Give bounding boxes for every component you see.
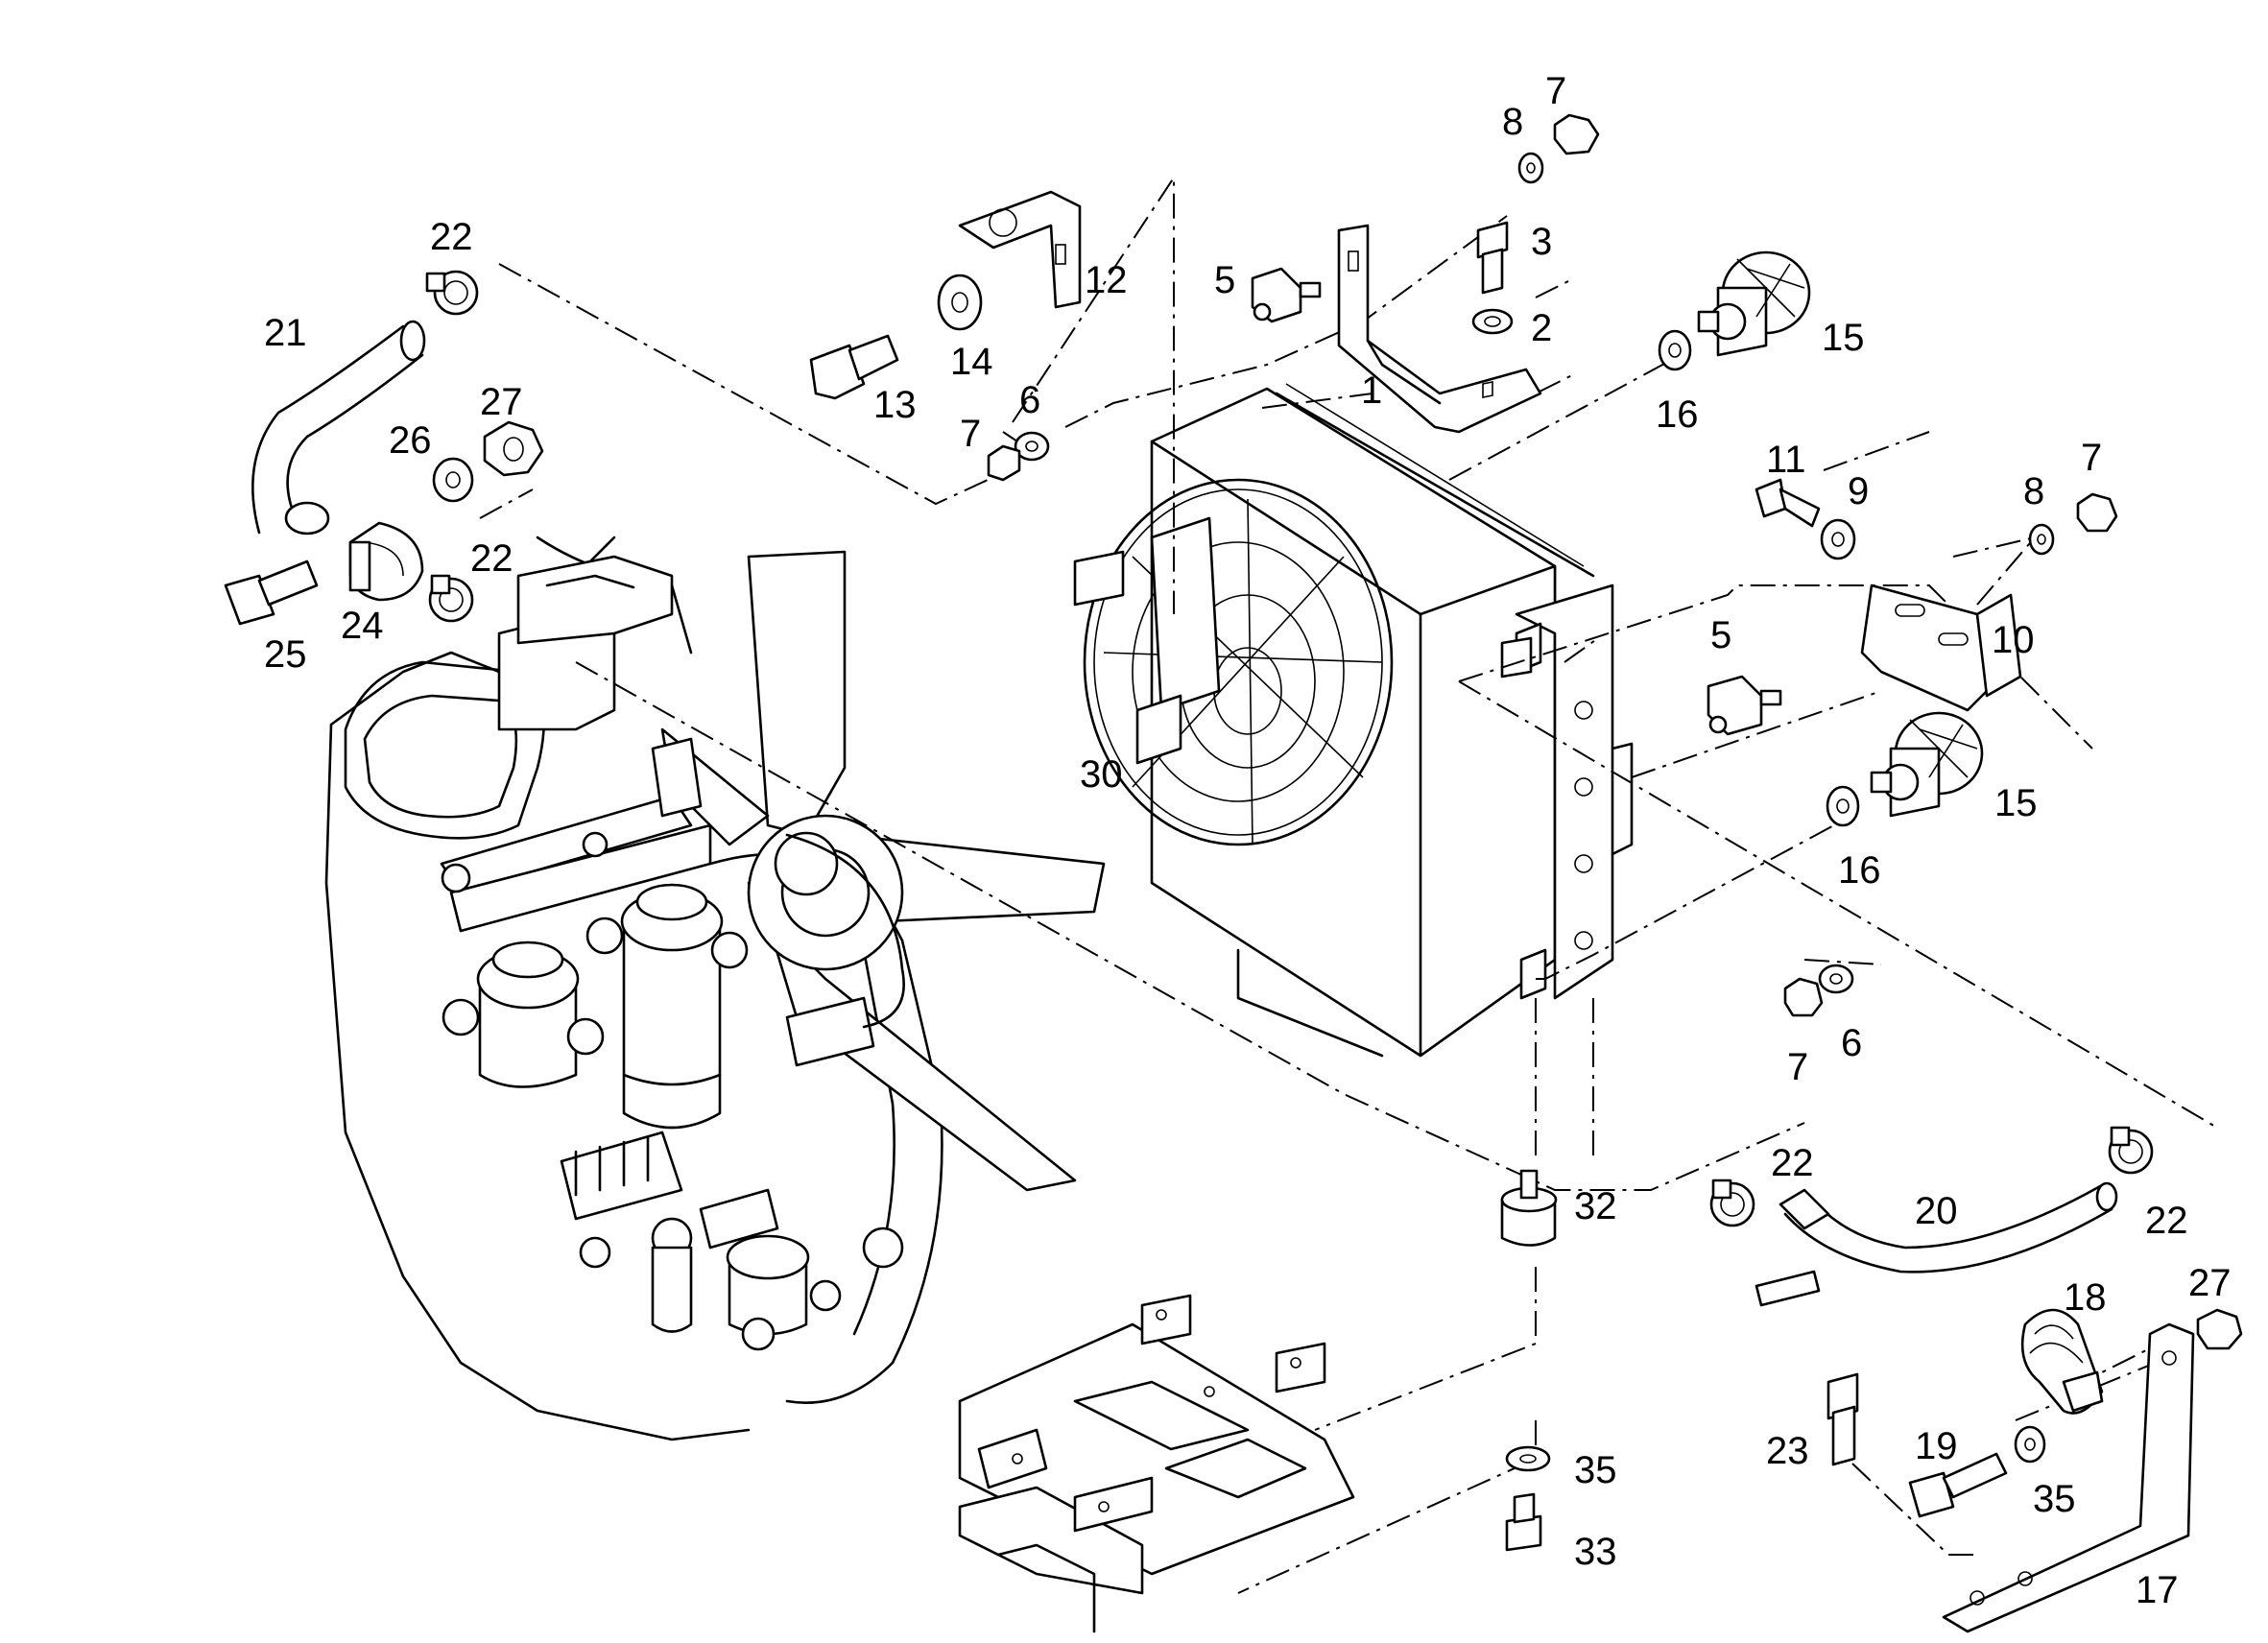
part-35-washer-right xyxy=(2014,1425,2046,1464)
label-15-lower: 15 xyxy=(1994,782,2038,824)
label-16-lower: 16 xyxy=(1838,849,1881,892)
part-number-labels: 1 2 3 5 5 6 6 7 7 7 7 8 8 9 10 11 12 13 … xyxy=(264,70,2232,1611)
part-5-mount-upper xyxy=(1251,267,1322,323)
part-25-bolt xyxy=(224,560,319,626)
part-22-clamp-b xyxy=(428,574,474,623)
part-13-bolt xyxy=(809,334,899,400)
label-14: 14 xyxy=(950,341,993,383)
label-1: 1 xyxy=(1361,369,1382,412)
part-7-nut-d xyxy=(1783,977,1824,1017)
label-18: 18 xyxy=(2064,1276,2107,1319)
label-25: 25 xyxy=(264,633,307,676)
assembly-lines xyxy=(479,174,2218,1594)
label-22-d: 22 xyxy=(2145,1200,2188,1242)
part-27-nut-upper xyxy=(483,420,544,477)
label-26: 26 xyxy=(389,419,432,462)
label-19: 19 xyxy=(1915,1425,1958,1467)
part-26-washer xyxy=(432,457,474,503)
part-12-bracket xyxy=(958,190,1082,309)
label-9: 9 xyxy=(1848,470,1869,512)
label-22-c: 22 xyxy=(1771,1142,1814,1184)
label-16-upper: 16 xyxy=(1656,393,1699,436)
label-23: 23 xyxy=(1766,1430,1809,1472)
label-11: 11 xyxy=(1766,439,1806,481)
part-10-plate xyxy=(1860,583,2022,712)
base-frame xyxy=(958,1294,1355,1633)
part-3-bolt xyxy=(1476,221,1509,295)
label-2: 2 xyxy=(1531,307,1552,349)
label-30: 30 xyxy=(1080,753,1123,796)
label-20: 20 xyxy=(1915,1190,1958,1232)
part-24-clamp xyxy=(348,521,424,602)
label-7-c: 7 xyxy=(2081,437,2102,479)
label-22-a: 22 xyxy=(430,216,473,258)
part-1-bracket xyxy=(1337,224,1542,434)
part-15-switch-upper xyxy=(1697,250,1811,357)
part-22-clamp-d xyxy=(2108,1126,2154,1175)
part-16-washer-lower xyxy=(1826,785,1860,827)
label-6-lower: 6 xyxy=(1841,1022,1862,1064)
engine-assembly xyxy=(324,536,1106,1441)
part-2-washer xyxy=(1471,308,1514,335)
part-20-hose xyxy=(1755,1181,2118,1307)
label-7-b: 7 xyxy=(1545,70,1566,112)
part-7-nut-a xyxy=(987,444,1021,482)
part-27-nut-lower xyxy=(2196,1308,2243,1350)
part-8-washer-right xyxy=(2028,523,2055,556)
part-6-washer-upper xyxy=(1014,431,1050,462)
part-9-washer xyxy=(1820,518,1856,560)
part-35-washer-left xyxy=(1505,1445,1551,1472)
label-32: 32 xyxy=(1574,1185,1617,1227)
label-5-lower: 5 xyxy=(1710,614,1731,656)
label-7-a: 7 xyxy=(960,413,981,455)
label-27-upper: 27 xyxy=(480,381,523,423)
part-7-nut-c xyxy=(2076,492,2118,533)
part-5-mount-lower xyxy=(1707,675,1782,736)
part-15-switch-lower xyxy=(1870,711,1984,818)
part-22-clamp-c xyxy=(1709,1179,1755,1227)
label-15-upper: 15 xyxy=(1822,317,1865,359)
label-27-lower: 27 xyxy=(2188,1262,2232,1304)
label-12: 12 xyxy=(1085,259,1128,301)
label-3: 3 xyxy=(1531,221,1552,263)
part-32-mount xyxy=(1500,1169,1558,1247)
label-8-right: 8 xyxy=(2023,470,2044,512)
part-23-bolt xyxy=(1826,1372,1859,1466)
label-22-b: 22 xyxy=(470,537,513,580)
part-21-hose xyxy=(251,320,426,536)
part-22-clamp-a xyxy=(425,270,479,316)
label-35-right: 35 xyxy=(2033,1478,2076,1520)
label-7-d: 7 xyxy=(1787,1046,1808,1088)
label-5-upper: 5 xyxy=(1214,259,1235,301)
part-18-clamp xyxy=(2020,1308,2104,1415)
part-14-washer xyxy=(937,274,983,331)
part-7-nut-b xyxy=(1553,113,1600,155)
part-33-bolt xyxy=(1505,1492,1542,1552)
label-33: 33 xyxy=(1574,1531,1617,1573)
radiator-assembly xyxy=(1073,383,1634,1058)
label-8-upper: 8 xyxy=(1502,101,1523,143)
part-17-bracket xyxy=(1942,1322,2195,1633)
label-35-left: 35 xyxy=(1574,1449,1617,1491)
label-13: 13 xyxy=(873,384,917,426)
part-16-washer-upper xyxy=(1658,329,1692,371)
label-6-upper: 6 xyxy=(1019,379,1040,421)
part-19-bolt xyxy=(1908,1452,2008,1518)
part-8-washer-upper xyxy=(1517,152,1544,184)
part-6-washer-lower xyxy=(1818,964,1854,994)
label-10: 10 xyxy=(1992,619,2035,661)
label-24: 24 xyxy=(341,605,384,647)
label-17: 17 xyxy=(2136,1569,2179,1611)
part-11-bolt xyxy=(1755,478,1821,528)
label-21: 21 xyxy=(264,312,307,354)
